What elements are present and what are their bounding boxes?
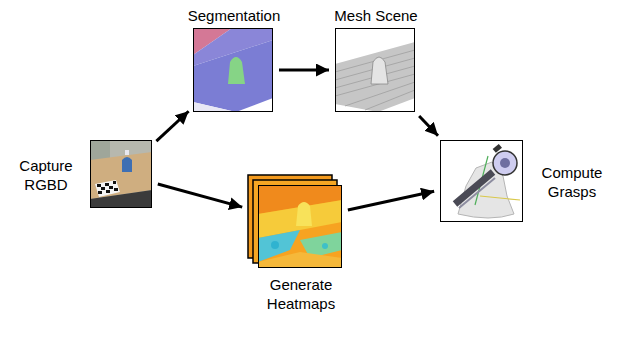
flow-arrow xyxy=(279,69,329,72)
mesh-image xyxy=(335,28,415,112)
checkerboard xyxy=(95,180,120,197)
illustration-part xyxy=(258,185,342,268)
illustration-part xyxy=(335,28,415,112)
illustration-part xyxy=(95,180,120,197)
illustration-part xyxy=(193,40,273,112)
mesh-frame: Mesh Scene xyxy=(335,28,415,112)
illustration-part xyxy=(90,190,152,208)
flow-arrow xyxy=(158,184,242,207)
illustration-part xyxy=(258,200,342,238)
illustration-part xyxy=(371,57,388,84)
illustration-part xyxy=(459,178,495,208)
grasp-frame: Compute Grasps xyxy=(440,140,523,222)
illustration-part xyxy=(113,181,116,184)
illustration-part xyxy=(125,150,129,155)
illustration-part xyxy=(271,241,279,249)
grasp-image xyxy=(440,140,523,222)
segmentation-image xyxy=(193,28,273,112)
illustration-part xyxy=(296,202,312,226)
illustration-part xyxy=(455,172,493,204)
heatmap-stack xyxy=(248,175,342,268)
step-label: Compute Grasps xyxy=(534,163,610,201)
illustration-part xyxy=(193,102,236,112)
illustration-part xyxy=(335,42,415,112)
illustration-part xyxy=(493,144,502,153)
heatmap-frame: Generate Heatmaps xyxy=(258,185,342,268)
illustration-part xyxy=(365,90,415,110)
flow-arrow xyxy=(348,191,434,210)
segmentation-frame: Segmentation xyxy=(193,28,273,112)
illustration-part xyxy=(335,50,415,110)
illustration-part xyxy=(440,140,523,222)
illustration-part xyxy=(228,57,245,84)
illustration-part xyxy=(493,151,517,175)
illustration-part xyxy=(480,196,520,200)
illustration-part xyxy=(98,191,102,194)
step-label: Segmentation xyxy=(188,6,281,25)
illustration-part xyxy=(101,187,105,190)
rgbd-photo xyxy=(90,140,152,208)
step-label: Capture RGBD xyxy=(7,156,85,194)
illustration-part xyxy=(106,190,110,193)
illustration-part xyxy=(109,186,113,189)
illustration-part xyxy=(90,140,152,208)
illustration-part xyxy=(97,184,101,187)
illustration-part xyxy=(193,28,273,112)
flow-arrow xyxy=(419,116,438,136)
step-label: Mesh Scene xyxy=(334,6,417,25)
illustration-part xyxy=(500,158,510,168)
illustration-part xyxy=(122,157,132,172)
capture-frame: Capture RGBD xyxy=(90,140,152,208)
illustration-part xyxy=(322,243,328,249)
step-label: Generate Heatmaps xyxy=(261,275,341,313)
flow-arrow xyxy=(156,111,188,141)
bottle xyxy=(122,150,132,172)
illustration-part xyxy=(105,183,109,186)
illustration-part xyxy=(114,188,118,191)
illustration-part xyxy=(258,252,342,268)
